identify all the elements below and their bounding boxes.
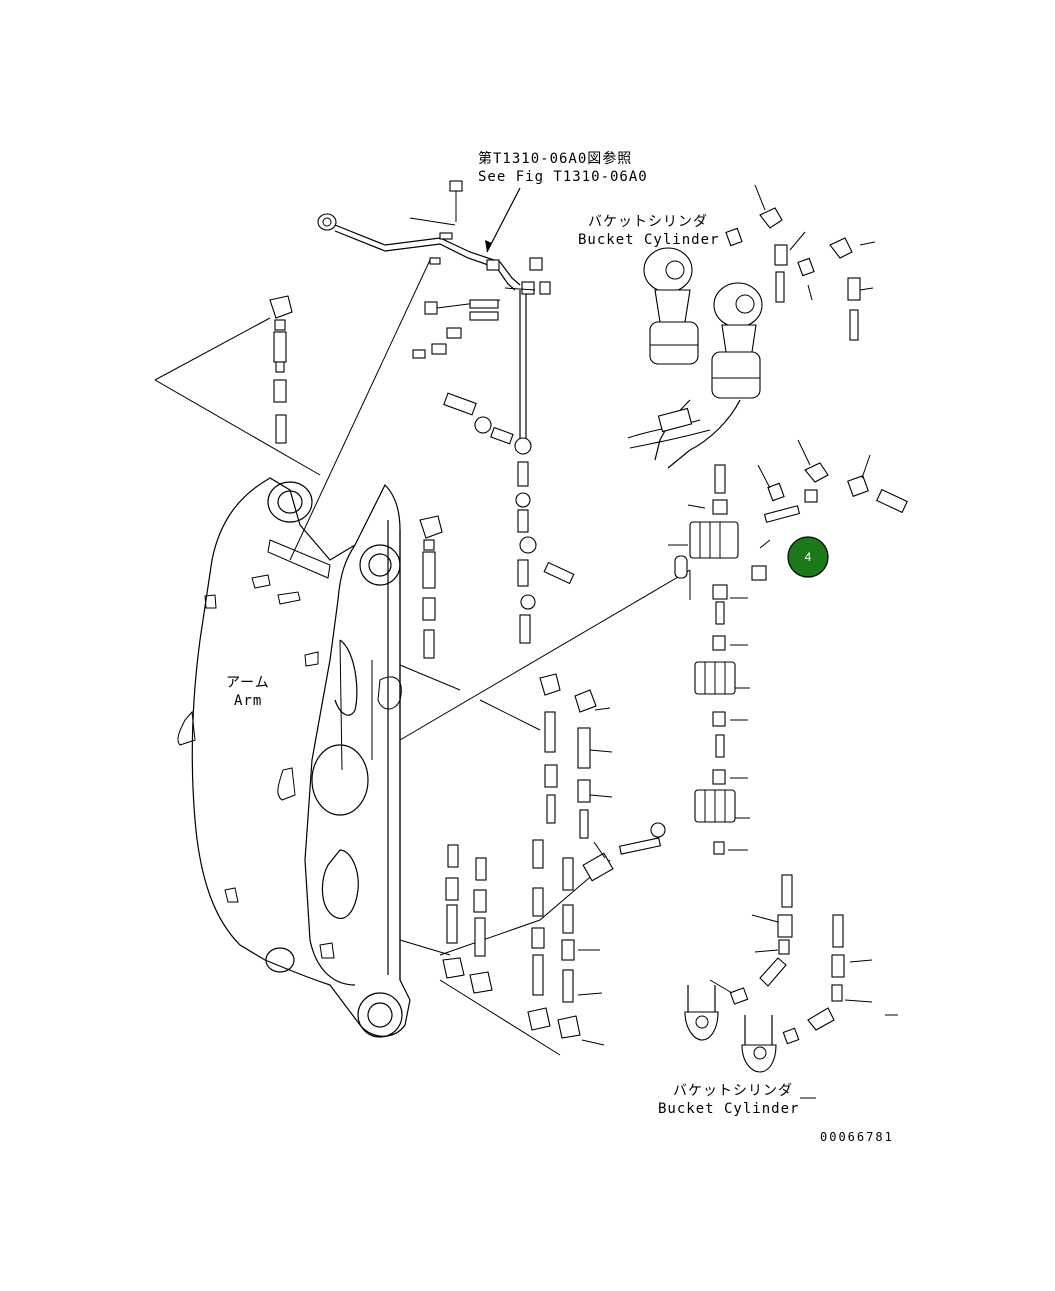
callout-marker[interactable]: 4 — [787, 536, 829, 578]
arm-label-jp: アーム — [226, 675, 270, 691]
left-fitting-column — [269, 295, 293, 444]
bucket-top-fittings — [725, 184, 876, 341]
bottom-fitting-columns — [442, 839, 605, 1046]
center-fitting-column — [419, 515, 443, 659]
callout-circle[interactable] — [787, 536, 829, 578]
reference-label-en: See Fig T1310-06A0 — [478, 169, 648, 185]
drawing-number: 00066781 — [820, 1130, 894, 1144]
middle-fitting-group — [539, 673, 666, 882]
right-manifold-column — [668, 439, 908, 855]
reference-arrowhead — [485, 240, 492, 252]
arm-label-en: Arm — [234, 693, 262, 709]
reference-leader — [486, 187, 521, 253]
bucket-cylinder-top-en: Bucket Cylinder — [578, 232, 719, 248]
bucket-cylinder-bottom-en: Bucket Cylinder — [658, 1101, 799, 1117]
callout-number[interactable]: 4 — [805, 550, 812, 564]
leader-lines — [154, 259, 691, 1056]
bucket-cylinder-top-jp: バケットシリンダ — [588, 214, 708, 230]
top-pipe-assembly — [317, 180, 575, 644]
bucket-cylinder-bottom — [684, 874, 898, 1073]
arm-body — [177, 477, 411, 1038]
reference-label-jp: 第T1310-06A0図参照 — [478, 150, 632, 167]
bucket-cylinder-top — [627, 247, 763, 469]
bucket-cylinder-bottom-jp: バケットシリンダ — [673, 1083, 793, 1099]
